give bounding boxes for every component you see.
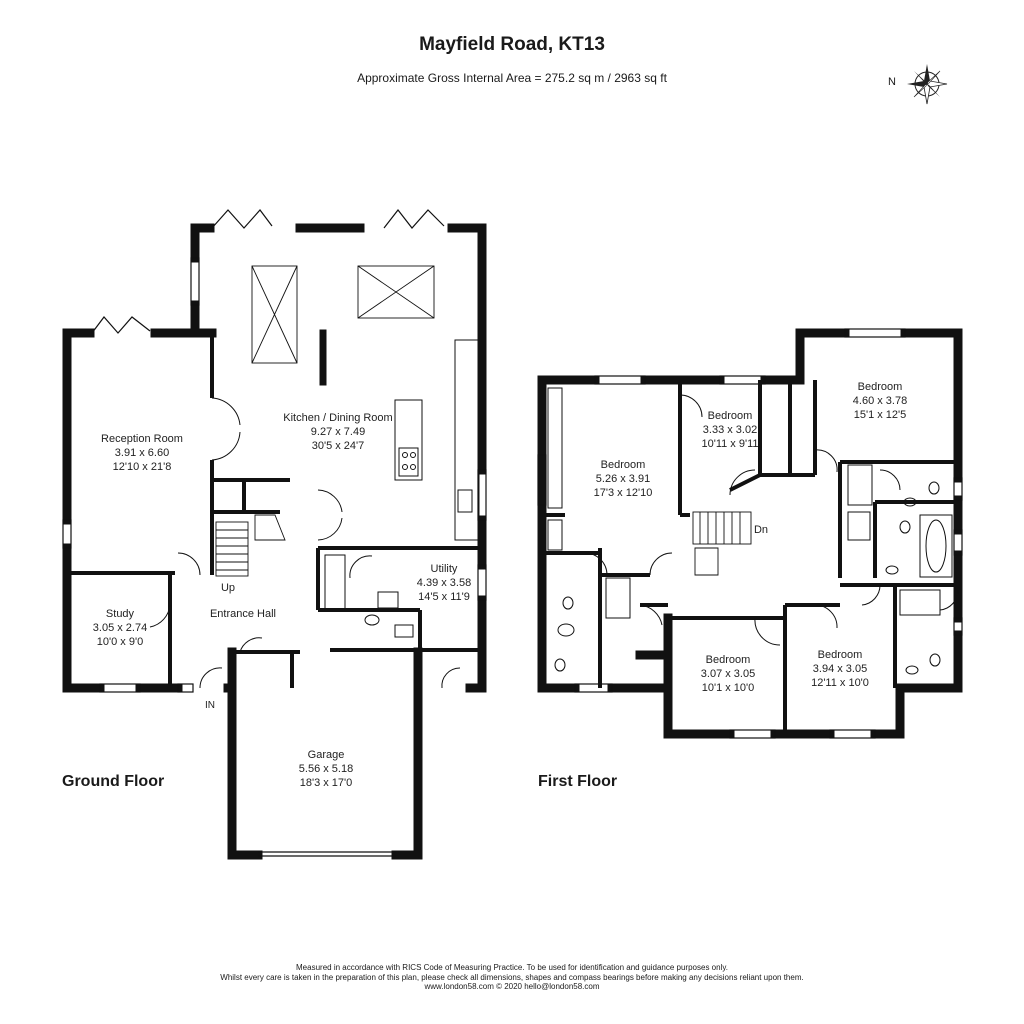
footer-line-1: Measured in accordance with RICS Code of… [296, 963, 728, 972]
bedroom-3-name: Bedroom [858, 381, 903, 393]
entrance-hall-name: Entrance Hall [210, 608, 276, 620]
bedroom-5-metric: 3.94 x 3.05 [813, 663, 867, 675]
kitchen-metric: 9.27 x 7.49 [311, 426, 365, 438]
garage-name: Garage [308, 749, 345, 761]
bedroom-4-name: Bedroom [706, 654, 751, 666]
bedroom-3-metric: 4.60 x 3.78 [853, 395, 907, 407]
first-floor-windows [537, 328, 963, 739]
first-floor-label: First Floor [538, 773, 618, 790]
skylight-icons [251, 265, 435, 364]
bedroom-1-imperial: 17'3 x 12'10 [594, 487, 653, 499]
first-floor-walls [537, 328, 963, 739]
kitchen-fittings [319, 329, 480, 638]
garage-metric: 5.56 x 5.18 [299, 763, 353, 775]
disclaimer-footer: Measured in accordance with RICS Code of… [0, 963, 1024, 992]
first-floor-plan [537, 328, 963, 739]
bedroom-1-metric: 5.26 x 3.91 [596, 473, 650, 485]
footer-line-2: Whilst every care is taken in the prepar… [220, 972, 804, 982]
first-floor-labels: Bedroom 5.26 x 3.91 17'3 x 12'10 Bedroom… [594, 381, 908, 694]
bedroom-4-metric: 3.07 x 3.05 [701, 668, 755, 680]
ground-door-swings [149, 397, 461, 689]
stairs-down-label: Dn [754, 524, 768, 536]
reception-name: Reception Room [101, 433, 183, 445]
bifold-door-icons [91, 209, 445, 334]
ground-floor-labels: Kitchen / Dining Room 9.27 x 7.49 30'5 x… [93, 412, 471, 789]
bedroom-5-name: Bedroom [818, 649, 863, 661]
ground-stairs [215, 514, 286, 577]
bedroom-3-imperial: 15'1 x 12'5 [854, 409, 907, 421]
bedroom-5-imperial: 12'11 x 10'0 [811, 677, 869, 689]
compass-rose-icon [907, 64, 948, 105]
bedroom-2-imperial: 10'11 x 9'11 [701, 438, 758, 450]
garage-imperial: 18'3 x 17'0 [300, 777, 353, 789]
footer-line-3: www.london58.com © 2020 hello@london58.c… [424, 982, 600, 991]
utility-imperial: 14'5 x 11'9 [418, 591, 470, 603]
first-floor-stairs [692, 511, 752, 576]
ground-floor-walls [62, 223, 487, 860]
ground-floor-plan [62, 209, 487, 860]
bedroom-4-imperial: 10'1 x 10'0 [702, 682, 755, 694]
reception-metric: 3.91 x 6.60 [115, 447, 169, 459]
utility-name: Utility [431, 563, 458, 575]
kitchen-imperial: 30'5 x 24'7 [312, 440, 365, 452]
plan-title: Mayfield Road, KT13 [419, 34, 605, 55]
ground-floor-label: Ground Floor [62, 773, 165, 790]
bedroom-2-metric: 3.33 x 3.02 [703, 424, 757, 436]
plan-area-subtitle: Approximate Gross Internal Area = 275.2 … [357, 71, 667, 85]
stairs-up-label: Up [221, 582, 235, 594]
bedroom-2-name: Bedroom [708, 410, 753, 422]
study-imperial: 10'0 x 9'0 [97, 636, 143, 648]
study-name: Study [106, 608, 135, 620]
compass: N [888, 62, 952, 106]
kitchen-name: Kitchen / Dining Room [283, 412, 392, 424]
first-floor-fittings [547, 387, 953, 675]
first-floor-door-swings [584, 394, 959, 646]
entrance-in-label: IN [205, 700, 215, 711]
ground-floor-windows [62, 257, 487, 857]
reception-imperial: 12'10 x 21'8 [113, 461, 172, 473]
study-metric: 3.05 x 2.74 [93, 622, 147, 634]
bedroom-1-name: Bedroom [601, 459, 646, 471]
ground-floor-interior-walls [67, 333, 482, 688]
compass-north-label: N [888, 76, 896, 88]
utility-metric: 4.39 x 3.58 [417, 577, 471, 589]
